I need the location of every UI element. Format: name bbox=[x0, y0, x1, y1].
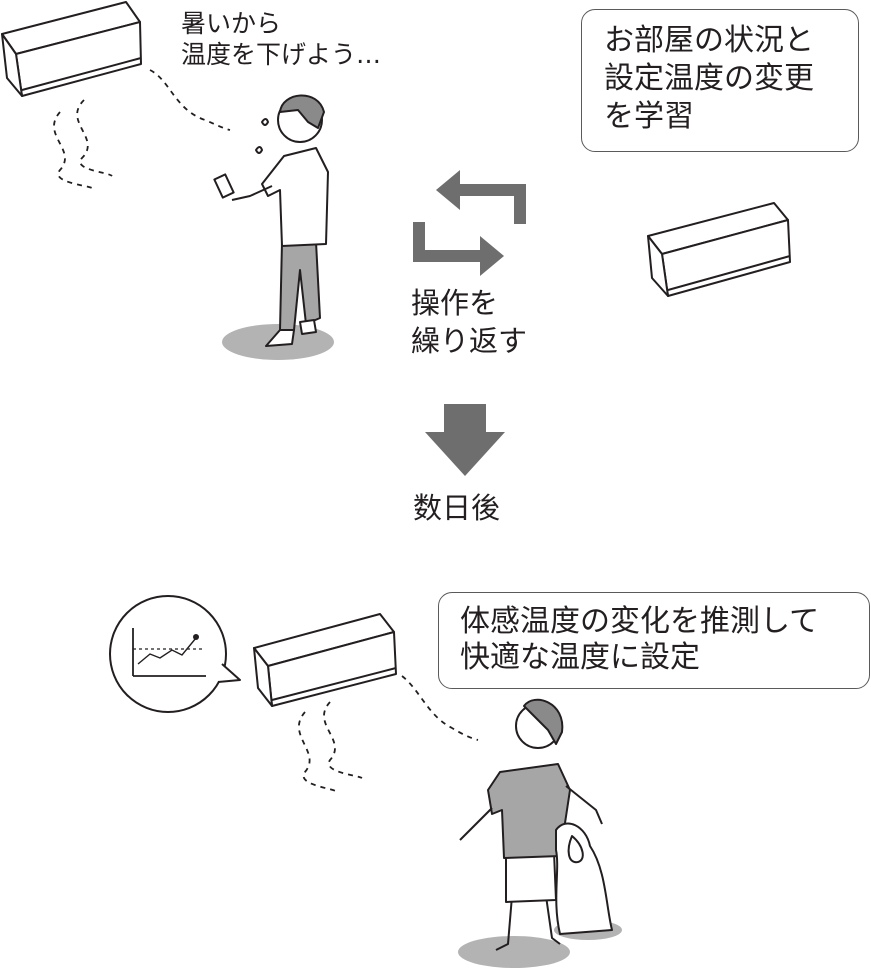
airflow-lines-bottom bbox=[298, 675, 479, 793]
repeat-label: 操作を 繰り返す bbox=[411, 284, 527, 360]
learning-line-2: 設定温度の変更 bbox=[604, 61, 814, 96]
learning-callout-box: お部屋の状況と 設定温度の変更 を学習 bbox=[581, 9, 859, 152]
air-conditioner-bottom bbox=[253, 613, 397, 707]
learning-line-3: を学習 bbox=[604, 99, 694, 134]
repeat-line-2: 繰り返す bbox=[411, 324, 528, 358]
repeat-line-1: 操作を bbox=[411, 286, 499, 320]
days-later-label: 数日後 bbox=[413, 491, 501, 525]
comfortable-person bbox=[458, 698, 603, 968]
repeat-cycle-arrowheads bbox=[436, 170, 504, 276]
result-line-2: 快適な温度に設定 bbox=[460, 640, 700, 675]
dog bbox=[554, 822, 622, 940]
result-callout-box: 体感温度の変化を推測して 快適な温度に設定 bbox=[438, 592, 870, 689]
learning-line-1: お部屋の状況と bbox=[604, 23, 814, 58]
person-with-phone bbox=[213, 94, 334, 360]
down-arrow bbox=[425, 404, 505, 476]
speech-line-1: 暑いから bbox=[181, 9, 282, 38]
airflow-lines-top bbox=[53, 69, 231, 189]
prediction-bubble bbox=[109, 595, 241, 713]
speech-text: 暑いから 温度を下げよう… bbox=[181, 8, 381, 70]
speech-line-2: 温度を下げよう… bbox=[181, 40, 382, 69]
result-line-1: 体感温度の変化を推測して bbox=[460, 604, 820, 639]
air-conditioner-top-left bbox=[1, 1, 142, 97]
air-conditioner-top-right bbox=[647, 202, 791, 297]
repeat-cycle-arrows bbox=[413, 184, 526, 262]
